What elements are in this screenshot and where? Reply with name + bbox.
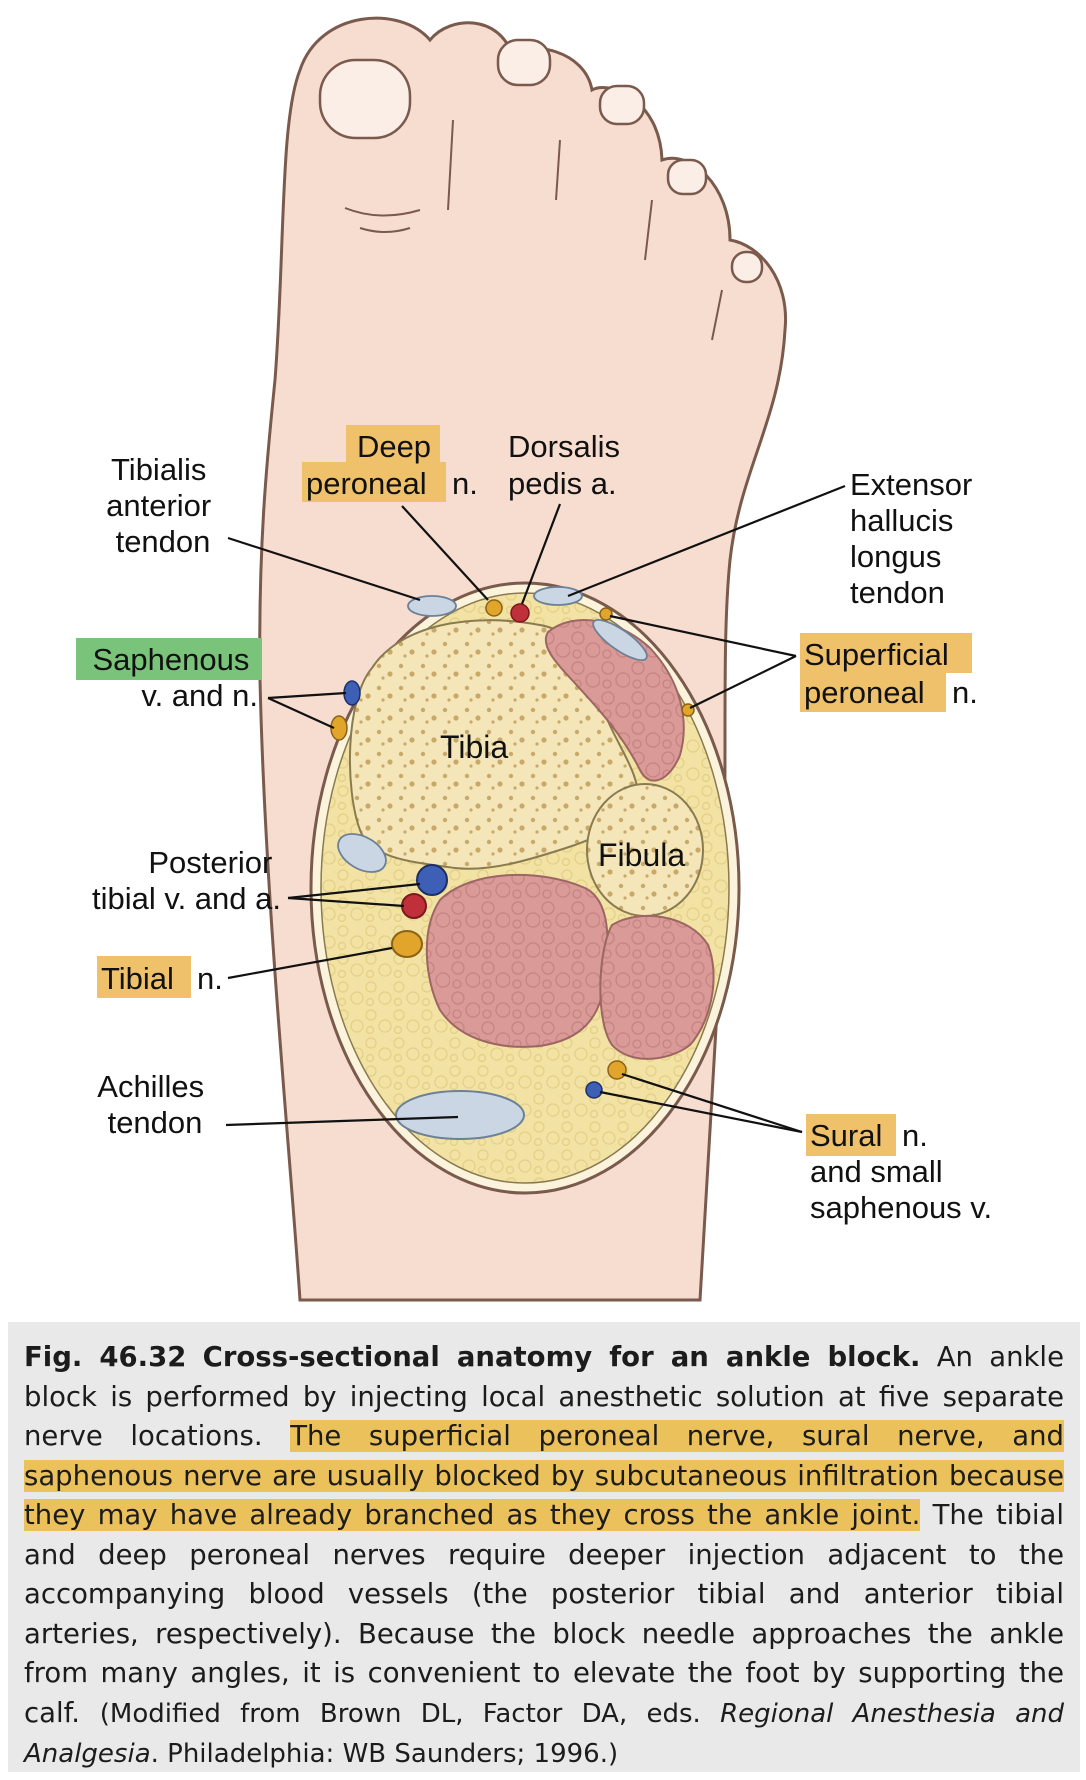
caption-source: (Modified from Brown DL, Factor DA, eds.…: [24, 1699, 1064, 1770]
dorsalis-pedis-label: Dorsalis pedis a.: [508, 429, 629, 501]
toe-crease: [359, 227, 411, 233]
source-prefix: (Modified from Brown DL, Factor DA, eds.: [99, 1698, 701, 1729]
toe-gap: [711, 289, 723, 341]
saphenous-nerve: [330, 715, 348, 741]
achilles-tendon-label: Achilles tendon: [97, 1069, 212, 1140]
superficial-highlight: [800, 633, 972, 673]
posterior-tendon: [337, 833, 387, 873]
deep-highlight: [346, 425, 440, 463]
fourth-toenail: [666, 158, 708, 196]
tibial-highlight: [97, 956, 191, 998]
source-suffix: . Philadelphia: WB Saunders; 1996.): [150, 1739, 619, 1769]
figure-title: Cross-sectional anatomy for an ankle blo…: [202, 1341, 921, 1373]
toe-crease: [344, 207, 421, 217]
caption-intro: An ankle block is performed by injecting…: [24, 1341, 1064, 1452]
figure-caption: Fig. 46.32 Cross-sectional anatomy for a…: [8, 1322, 1080, 1772]
leader-saphenous-vein: [267, 691, 347, 700]
leader-superficial-2: [689, 655, 797, 709]
posterior-tibial-label: Posterior tibial v. and a.: [92, 845, 281, 916]
leader-posterior-artery: [287, 896, 405, 908]
third-toenail: [598, 84, 646, 126]
leader-achilles: [225, 1115, 459, 1127]
leader-superficial-1: [609, 614, 797, 658]
extensor-hallucis-longus-tendon: [533, 586, 583, 606]
leader-saphenous-nerve: [267, 696, 335, 730]
tibialis-anterior-tendon: [407, 595, 457, 617]
toe-gap: [644, 199, 653, 261]
lateral-posterior-muscle: [599, 914, 715, 1060]
toe-gap: [555, 139, 561, 201]
superficial-peroneal-nerve-medial: [599, 607, 613, 621]
tibialis-anterior-label: Tibialis anterior tendon: [106, 452, 220, 559]
extensor-digitorum-tendon: [592, 619, 648, 661]
deep-peroneal-label: Deep: [357, 429, 431, 464]
superficial-peroneal-highlight: [800, 672, 946, 712]
achilles-tendon-shape: [395, 1090, 525, 1140]
deep-posterior-muscle: [425, 873, 609, 1048]
source-title: Regional Anesthesia and Analgesia: [24, 1698, 1064, 1770]
peroneal-highlight: [302, 462, 446, 502]
posterior-tibial-vein: [416, 864, 448, 896]
toe-gap: [447, 119, 454, 211]
second-toenail: [496, 38, 552, 87]
tibia-label: Tibia: [440, 729, 508, 765]
saphenous-highlight: [76, 638, 262, 680]
sural-highlight: [806, 1114, 896, 1156]
leader-dorsalis: [520, 503, 562, 605]
sural-nerve: [607, 1060, 627, 1080]
figure-number: Fig. 46.32: [24, 1341, 187, 1373]
deep-peroneal-nerve: [485, 599, 503, 617]
leader-small-saphenous: [599, 1090, 803, 1134]
fifth-toenail: [730, 250, 764, 284]
anterior-muscle: [544, 619, 685, 782]
leader-deep-peroneal: [401, 505, 489, 601]
dorsalis-pedis-artery: [510, 603, 530, 623]
extensor-hallucis-label: Extensor hallucis longus tendon: [850, 467, 981, 610]
fibula-label: Fibula: [598, 837, 685, 873]
saphenous-label: Saphenous v. and n.: [93, 642, 259, 713]
leader-tibialis: [227, 536, 421, 602]
big-toenail: [318, 58, 412, 140]
leader-tibial-nerve: [227, 946, 393, 980]
tibial-nerve: [391, 930, 423, 958]
leader-sural-nerve: [621, 1072, 803, 1134]
leader-extensor: [567, 484, 846, 598]
saphenous-vein: [343, 680, 361, 706]
posterior-tibial-artery: [401, 893, 427, 919]
small-saphenous-vein: [585, 1081, 603, 1099]
leader-posterior-vein: [287, 882, 421, 900]
caption-body: The tibial and deep peroneal nerves requ…: [24, 1499, 1064, 1729]
